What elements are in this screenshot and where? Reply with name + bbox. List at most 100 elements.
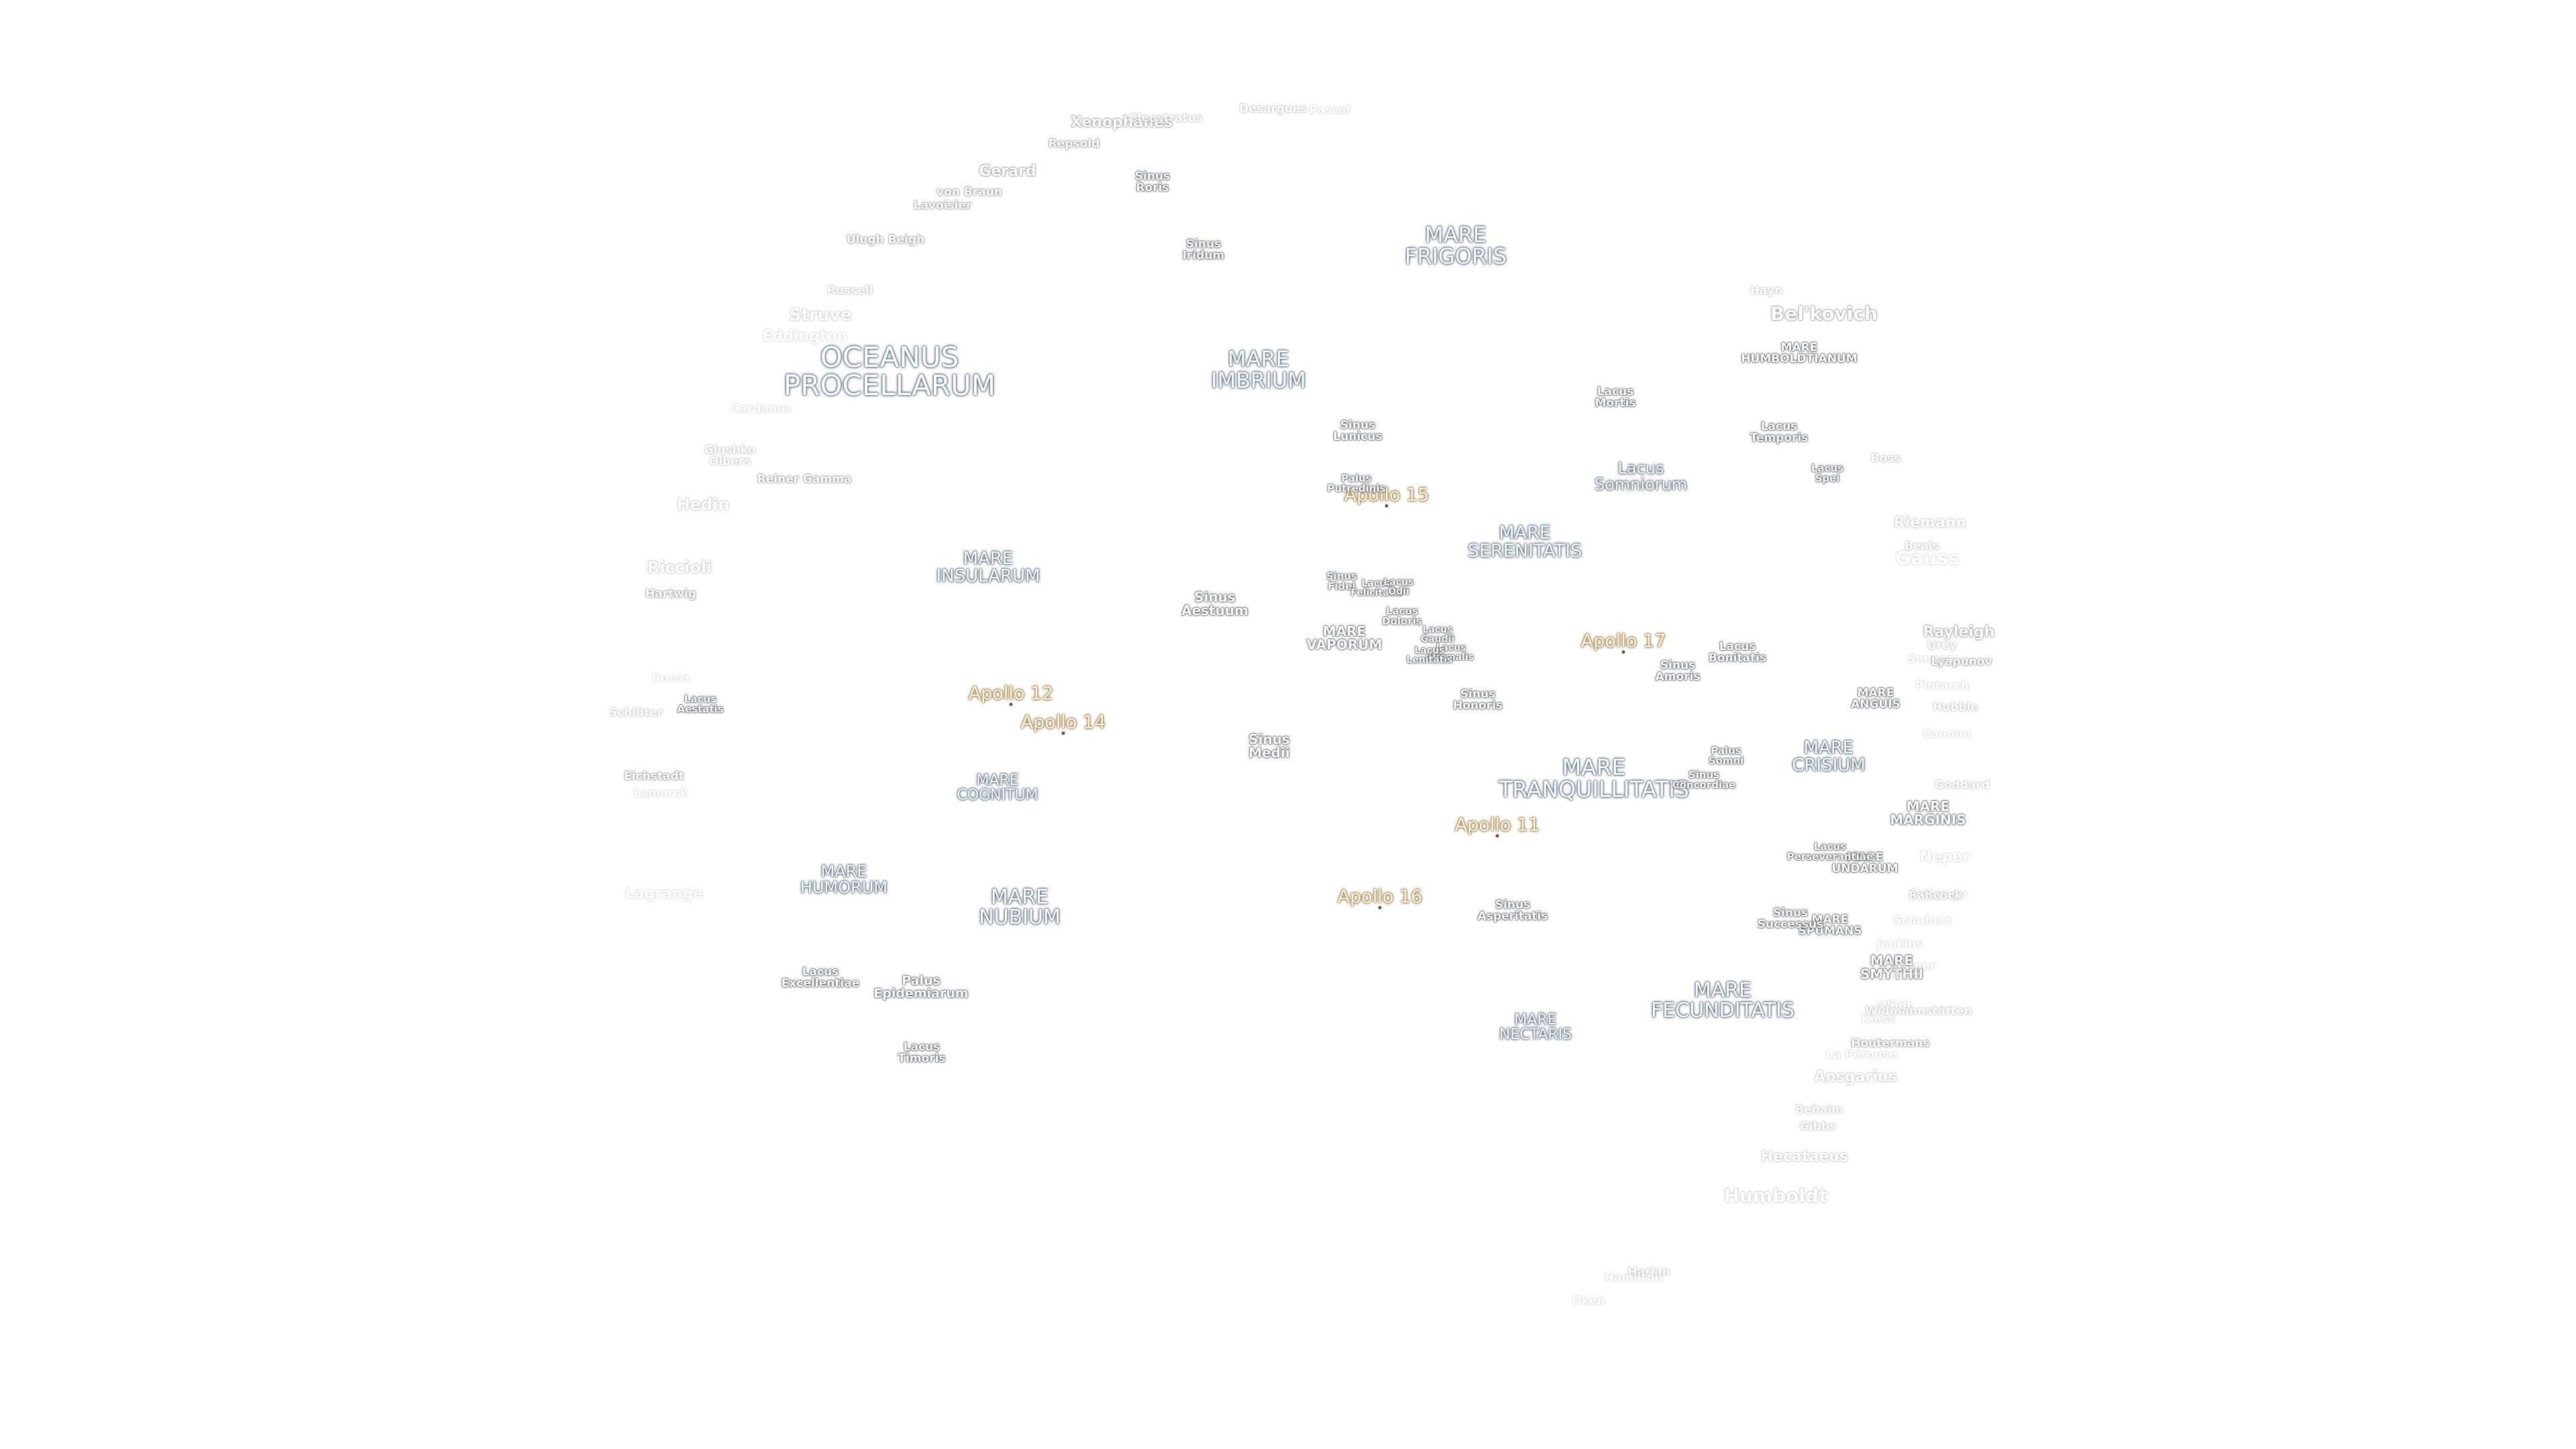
crater-label-eichstadt: Eichstadt	[624, 769, 684, 784]
mare-label-anguis: MARE ANGUIS	[1851, 686, 1900, 711]
crater-label-gibbs: Gibbs	[1799, 1120, 1837, 1134]
feature-label-lacus-hiemalis: Lacus Hiemalis	[1428, 643, 1474, 663]
apollo-17-site-marker[interactable]	[1621, 650, 1625, 654]
feature-label-sinus-concordiae: Sinus Concordiae	[1672, 769, 1736, 791]
mare-label-serenitatis: MARE SERENITATIS	[1467, 523, 1582, 561]
crater-label-ulugh-beigh: Ulugh Beigh	[846, 233, 925, 247]
mare-label-crisium: MARE CRISIUM	[1792, 738, 1866, 775]
crater-label-urey: Urey	[1927, 639, 1957, 653]
feature-label-sinus-lunicus: Sinus Lunicus	[1333, 419, 1383, 443]
apollo-14-site-marker[interactable]	[1061, 731, 1065, 735]
feature-label-sinus-roris: Sinus Roris	[1134, 170, 1171, 195]
feature-label-lacus-temporis: Lacus Temporis	[1750, 420, 1809, 445]
apollo-14-label[interactable]: Apollo 14	[1020, 712, 1106, 733]
crater-label-cardanus: Cardanus	[731, 402, 792, 416]
crater-label-glushko-olbers: Glushko Olbers	[704, 443, 756, 468]
crater-label-gilbert: Gilbert	[1876, 969, 1921, 983]
crater-label-eddington: Eddington	[762, 328, 848, 345]
crater-label-belkovich: Bel'kovich	[1770, 303, 1878, 325]
crater-label-dubyago: Dubyago	[1910, 887, 1968, 901]
apollo-11-label[interactable]: Apollo 11	[1454, 814, 1540, 836]
crater-label-beals: Beals	[1904, 539, 1939, 553]
crater-label-boss: Boss	[1870, 451, 1901, 466]
crater-label-lyapunov: Lyapunov	[1931, 655, 1992, 669]
mare-label-imbrium: MARE IMBRIUM	[1211, 346, 1306, 393]
crater-label-hamilton: Hamilton	[1604, 1271, 1663, 1285]
crater-label-behaim: Behaim	[1795, 1103, 1843, 1117]
crater-label-lavoisier: Lavoisier	[913, 199, 972, 213]
mare-label-fecunditatis: MARE FECUNDITATIS	[1651, 979, 1794, 1022]
feature-label-lacus-bonitatis: Lacus Bonitatis	[1708, 640, 1767, 665]
feature-label-palus-putredinis: Palus Putredinis	[1327, 472, 1386, 494]
crater-label-gauss: Gauss	[1895, 547, 1960, 569]
feature-label-lacus-gaudii: Lacus Gaudii	[1420, 625, 1455, 645]
mare-label-tranquillitatis: MARE TRANQUILLITATIS	[1499, 754, 1689, 802]
crater-label-struve: Struve	[789, 305, 852, 325]
mare-label-undarum: MARE UNDARUM	[1831, 851, 1898, 875]
crater-label-hecataeus: Hecataeus	[1760, 1148, 1849, 1165]
mare-label-nubium: MARE NUBIUM	[979, 885, 1061, 929]
feature-label-sinus-amoris: Sinus Amoris	[1655, 659, 1701, 684]
crater-label-cannon: Cannon	[1923, 727, 1971, 741]
crater-label-von-braun: von Braun	[936, 185, 1002, 199]
feature-label-lacus-odii: Lacus Odii	[1383, 577, 1414, 597]
feature-label-lacus-spei: Lacus Spei	[1811, 462, 1844, 484]
crater-label-riemann: Riemann	[1893, 515, 1967, 531]
apollo-12-label[interactable]: Apollo 12	[968, 683, 1054, 704]
crater-label-desargues: Desargues	[1239, 102, 1307, 116]
feature-label-sinus-aestuum: Sinus Aestuum	[1181, 589, 1248, 619]
crater-label-riccioli: Riccioli	[647, 558, 712, 577]
apollo-17-label[interactable]: Apollo 17	[1580, 631, 1666, 652]
apollo-16-label[interactable]: Apollo 16	[1337, 886, 1423, 908]
crater-label-kiess: Kiess	[1861, 1012, 1896, 1026]
crater-label-xenophanes: Xenophanes	[1070, 114, 1173, 131]
crater-label-kastner: Kästner	[1885, 959, 1936, 973]
feature-label-lacus-felicitatis: Lacus Felicitatis	[1350, 578, 1403, 598]
mare-label-cognitum: MARE COGNITUM	[957, 772, 1038, 804]
mare-label-marginis: MARE MARGINIS	[1890, 798, 1966, 828]
feature-label-sinus-asperitatis: Sinus Asperitatis	[1477, 898, 1548, 923]
crater-label-la-perouse: La Pérouse	[1825, 1048, 1898, 1062]
crater-label-oken: Oken	[1572, 1294, 1605, 1308]
feature-label-lacus-doloris: Lacus Doloris	[1382, 605, 1422, 627]
crater-label-schluter: Schlüter	[608, 706, 663, 720]
crater-label-schubert: Schubert	[1893, 914, 1952, 928]
crater-label-goddard: Goddard	[1935, 778, 1990, 792]
crater-label-reiner-gamma: Reiner Gamma	[757, 472, 852, 486]
feature-label-sinus-successus: Sinus Successus	[1757, 906, 1824, 931]
crater-label-harlan: Harlan	[1627, 1265, 1670, 1279]
feature-label-palus-epidemiarum: Palus Epidemiarum	[873, 973, 969, 1001]
crater-label-lagrange: Lagrange	[625, 885, 704, 902]
crater-label-lamarck: Lamarck	[633, 786, 688, 800]
feature-label-sinus-medii: Sinus Medii	[1248, 731, 1290, 761]
crater-label-hubble: Hubble	[1932, 700, 1979, 714]
mare-label-insularum: MARE INSULARUM	[936, 549, 1040, 586]
mare-label-frigoris: MARE FRIGORIS	[1404, 222, 1507, 269]
crater-label-widmannstatten: Widmannstätten	[1865, 1004, 1972, 1018]
crater-label-babcock: Babcock	[1909, 889, 1962, 903]
mare-label-nectaris: MARE NECTARIS	[1499, 1012, 1572, 1043]
crater-label-pascal: Pascal	[1309, 103, 1350, 117]
apollo-11-site-marker[interactable]	[1495, 834, 1499, 838]
feature-label-sinus-honoris: Sinus Honoris	[1452, 688, 1503, 712]
crater-label-cleostratus: Cleostratus	[1129, 111, 1203, 125]
apollo-15-label[interactable]: Apollo 15	[1344, 484, 1430, 506]
crater-label-wildt: Wildt	[1878, 999, 1913, 1013]
crater-label-jenkins: Jenkins	[1876, 937, 1923, 951]
crater-label-rocca: Rocca	[651, 672, 690, 686]
crater-label-ansgarius: Ansgarius	[1814, 1069, 1897, 1085]
mare-label-humorum: MARE HUMORUM	[800, 862, 888, 897]
crater-label-repsold: Repsold	[1048, 137, 1100, 151]
apollo-12-site-marker[interactable]	[1009, 702, 1013, 706]
apollo-16-site-marker[interactable]	[1378, 906, 1382, 910]
crater-label-neper: Neper	[1919, 849, 1970, 865]
mare-label-vaporum: MARE VAPORUM	[1306, 623, 1383, 653]
mare-label-smythii: MARE SMYTHII	[1860, 953, 1924, 982]
apollo-15-site-marker[interactable]	[1385, 504, 1389, 508]
feature-label-palus-somni: Palus Somni	[1708, 745, 1744, 767]
crater-label-hedin: Hedin	[676, 495, 730, 514]
mare-label-oceanus-procellarum: OCEANUS PROCELLARUM	[783, 341, 996, 402]
crater-label-seneca: Seneca	[1907, 652, 1954, 666]
crater-label-houtermans: Houtermans	[1851, 1036, 1930, 1051]
